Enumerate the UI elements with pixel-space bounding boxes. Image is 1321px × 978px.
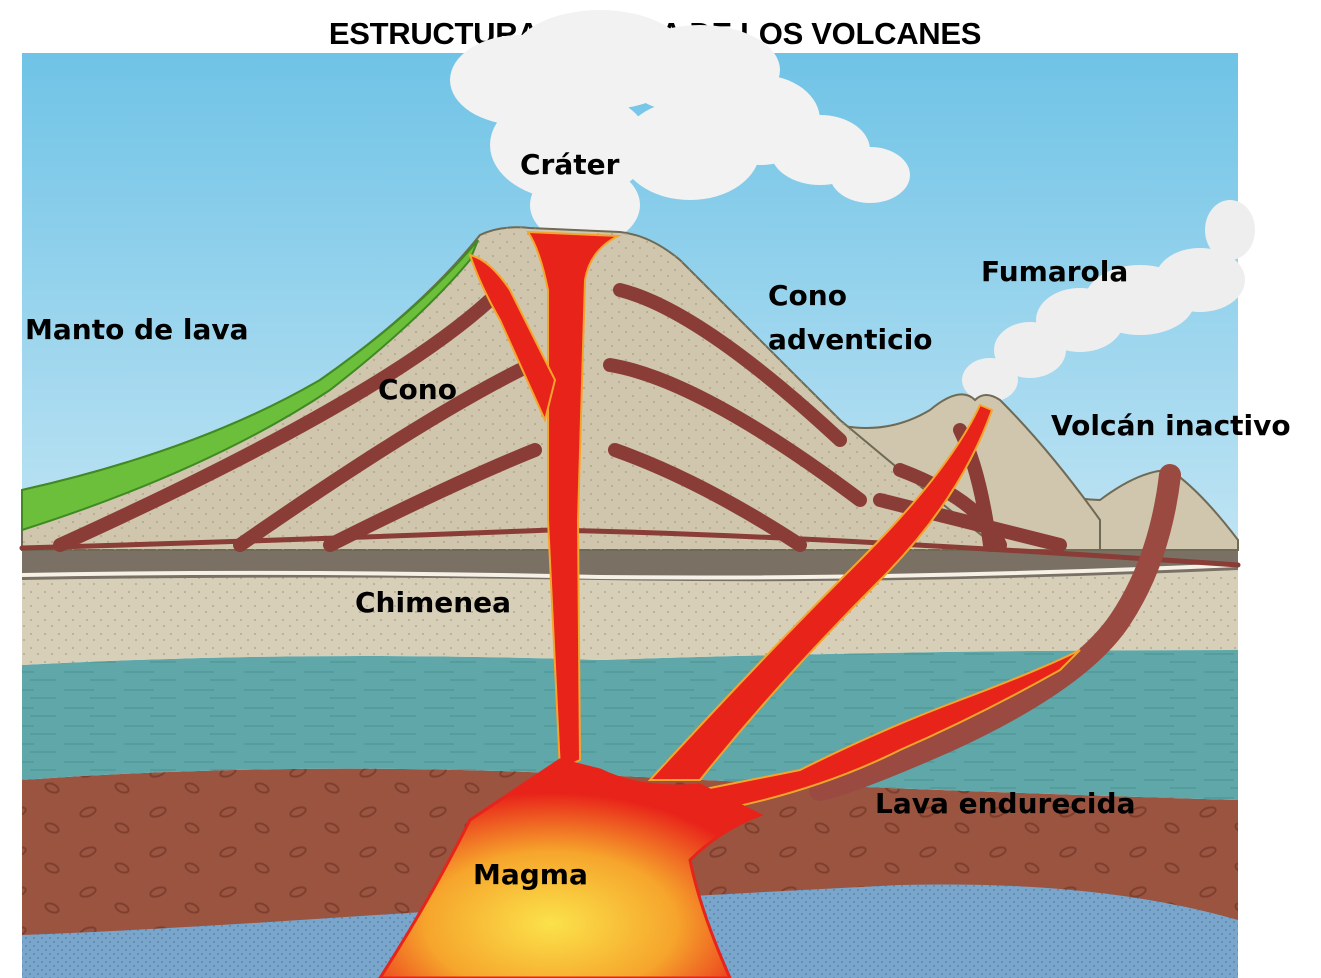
fumarola-smoke [962,200,1255,402]
label-lava-endurecida: Lava endurecida [875,787,1136,820]
label-crater: Cráter [520,148,620,181]
label-cono: Cono [378,373,457,406]
label-fumarola: Fumarola [981,255,1129,288]
lava-mantle [21,239,479,532]
label-cono-adventicio-1: Cono [768,279,847,312]
label-magma: Magma [473,858,588,891]
label-volcan-inactivo: Volcán inactivo [1051,409,1291,442]
hardened-lava-channel [809,464,1181,801]
label-cono-adventicio-2: adventicio [768,323,933,356]
magma-chamber [378,758,764,978]
label-chimenea: Chimenea [355,586,512,619]
crater-smoke [450,10,910,245]
label-manto-de-lava: Manto de lava [25,313,249,346]
